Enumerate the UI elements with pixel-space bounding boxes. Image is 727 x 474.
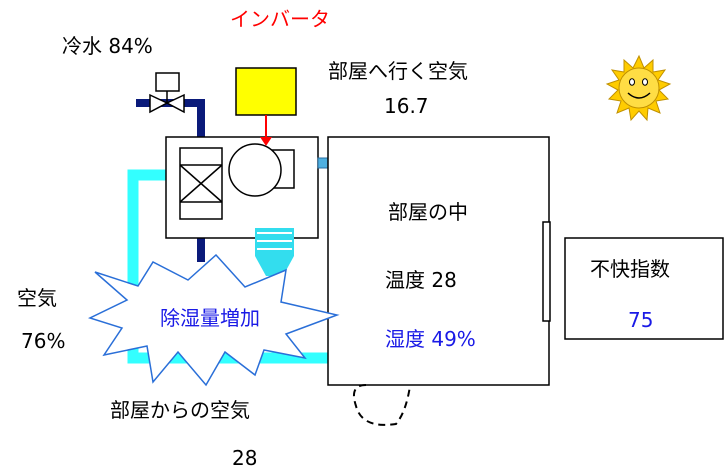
room-title: 部屋の中 xyxy=(388,200,468,224)
inverter-label: インバータ xyxy=(230,7,330,31)
supply-air-value: 16.7 xyxy=(384,94,429,118)
supply-air-title: 部屋へ行く空気 xyxy=(328,59,468,83)
room-humidity: 湿度 49% xyxy=(385,327,476,351)
room xyxy=(327,136,550,386)
return-air-duct xyxy=(127,169,328,364)
return-air-title: 部屋からの空気 xyxy=(110,398,250,422)
room-temperature: 温度 28 xyxy=(385,268,457,292)
sun-icon xyxy=(605,54,672,122)
valve-icon xyxy=(149,72,185,114)
coil-icon xyxy=(179,147,223,220)
outside-air-value: 76% xyxy=(21,329,66,353)
room-window xyxy=(542,221,551,322)
inverter-arrow-head xyxy=(260,137,272,146)
dehumidify-burst-shape xyxy=(87,253,340,387)
discomfort-box xyxy=(564,237,724,340)
dehumidify-label: 除湿量増加 xyxy=(160,306,260,330)
discomfort-title: 不快指数 xyxy=(590,257,670,281)
inverter-box xyxy=(235,67,297,116)
fan-icon xyxy=(228,143,295,197)
return-air-value: 28 xyxy=(232,446,258,470)
door-swing xyxy=(353,384,411,426)
chilled-water-label: 冷水 84% xyxy=(62,34,153,58)
discomfort-value: 75 xyxy=(628,308,654,332)
outside-air-title: 空気 xyxy=(17,286,57,310)
drain-pan-icon xyxy=(255,228,294,276)
